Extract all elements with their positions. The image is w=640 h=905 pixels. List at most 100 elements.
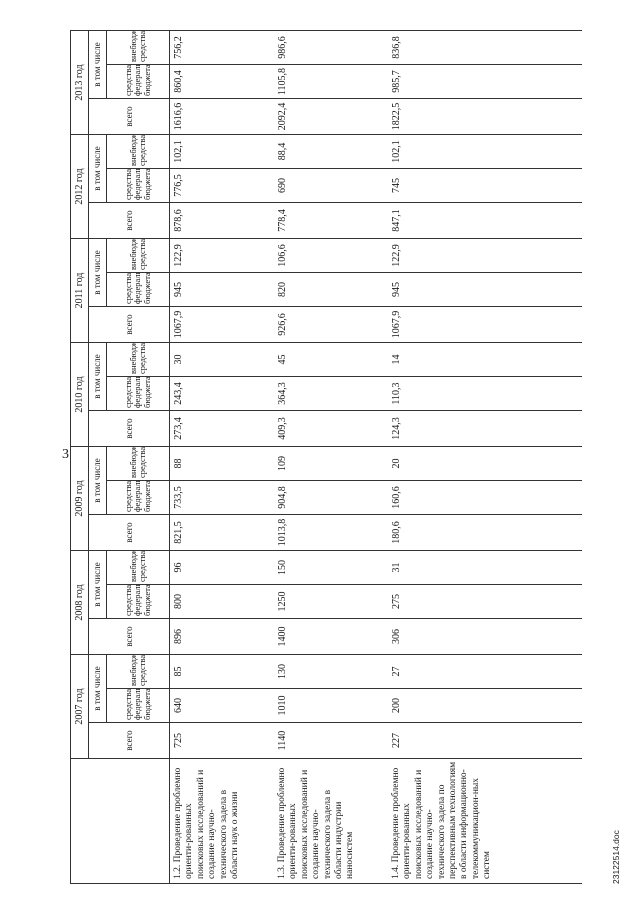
- table-row: 1.3. Проведение проблемно ориенти-рованн…: [274, 30, 388, 884]
- value-cell: 45: [274, 342, 388, 377]
- value-cell: 409,3: [274, 410, 388, 447]
- header-extrabudgetary-funds: внебюджетные средства: [106, 134, 170, 169]
- header-year: 2007 год: [70, 654, 89, 759]
- header-total: всего: [88, 514, 170, 551]
- value-cell: 878,6: [169, 202, 274, 239]
- value-cell: 778,4: [274, 202, 388, 239]
- header-federal-funds: средства федерального бюджета: [106, 688, 170, 723]
- header-including: в том числе: [88, 30, 107, 99]
- value-cell: 130: [274, 654, 388, 689]
- header-including: в том числе: [88, 238, 107, 307]
- value-cell: 85: [169, 654, 274, 689]
- value-cell: 306: [388, 618, 582, 655]
- value-cell: 733,5: [169, 480, 274, 515]
- value-cell: 836,8: [388, 30, 582, 65]
- header-total: всего: [88, 98, 170, 135]
- value-cell: 756,2: [169, 30, 274, 65]
- value-cell: 1067,9: [388, 306, 582, 343]
- table-row: 1.2. Проведение проблемно ориенти-рованн…: [169, 30, 274, 884]
- header-federal-funds: средства федерального бюджета: [106, 376, 170, 411]
- value-cell: 96: [169, 550, 274, 585]
- row-description: 1.2. Проведение проблемно ориенти-рованн…: [169, 758, 274, 884]
- header-extrabudgetary-funds: внебюджетные средства: [106, 446, 170, 481]
- value-cell: 904,8: [274, 480, 388, 515]
- header-description-blank: [70, 758, 170, 884]
- value-cell: 30: [169, 342, 274, 377]
- value-cell: 227: [388, 722, 582, 759]
- value-cell: 160,6: [388, 480, 582, 515]
- footer-filename: 23122514.doc: [611, 830, 621, 884]
- header-federal-funds: средства федерального бюджета: [106, 168, 170, 203]
- row-description: 1.3. Проведение проблемно ориенти-рованн…: [274, 758, 388, 884]
- value-cell: 986,6: [274, 30, 388, 65]
- value-cell: 150: [274, 550, 388, 585]
- value-cell: 275: [388, 584, 582, 619]
- value-cell: 896: [169, 618, 274, 655]
- value-cell: 800: [169, 584, 274, 619]
- value-cell: 122,9: [169, 238, 274, 273]
- value-cell: 106,6: [274, 238, 388, 273]
- value-cell: 1013,8: [274, 514, 388, 551]
- value-cell: 110,3: [388, 376, 582, 411]
- value-cell: 1616,6: [169, 98, 274, 135]
- value-cell: 1010: [274, 688, 388, 723]
- value-cell: 1250: [274, 584, 388, 619]
- header-including: в том числе: [88, 654, 107, 723]
- header-extrabudgetary-funds: внебюджетные средства: [106, 550, 170, 585]
- value-cell: 945: [388, 272, 582, 307]
- header-year: 2013 год: [70, 30, 89, 135]
- header-federal-funds: средства федерального бюджета: [106, 272, 170, 307]
- value-cell: 14: [388, 342, 582, 377]
- value-cell: 180,6: [388, 514, 582, 551]
- header-year: 2009 год: [70, 446, 89, 551]
- value-cell: 2092,4: [274, 98, 388, 135]
- value-cell: 102,1: [169, 134, 274, 169]
- value-cell: 364,3: [274, 376, 388, 411]
- header-extrabudgetary-funds: внебюджетные средства: [106, 238, 170, 273]
- value-cell: 690: [274, 168, 388, 203]
- value-cell: 640: [169, 688, 274, 723]
- header-federal-funds: средства федерального бюджета: [106, 480, 170, 515]
- value-cell: 1822,5: [388, 98, 582, 135]
- header-year: 2011 год: [70, 238, 89, 343]
- row-description: 1.4. Проведение проблемно ориенти-рованн…: [388, 758, 582, 884]
- value-cell: 860,4: [169, 64, 274, 99]
- table-row: 1.4. Проведение проблемно ориенти-рованн…: [388, 30, 582, 884]
- value-cell: 88,4: [274, 134, 388, 169]
- value-cell: 725: [169, 722, 274, 759]
- header-extrabudgetary-funds: внебюджетные средства: [106, 30, 170, 65]
- value-cell: 1400: [274, 618, 388, 655]
- header-extrabudgetary-funds: внебюджетные средства: [106, 342, 170, 377]
- value-cell: 847,1: [388, 202, 582, 239]
- value-cell: 820: [274, 272, 388, 307]
- header-including: в том числе: [88, 550, 107, 619]
- value-cell: 821,5: [169, 514, 274, 551]
- header-federal-funds: средства федерального бюджета: [106, 584, 170, 619]
- table-body: 1.2. Проведение проблемно ориенти-рованн…: [169, 30, 582, 884]
- value-cell: 20: [388, 446, 582, 481]
- header-total: всего: [88, 306, 170, 343]
- header-total: всего: [88, 410, 170, 447]
- value-cell: 1067,9: [169, 306, 274, 343]
- value-cell: 102,1: [388, 134, 582, 169]
- header-total: всего: [88, 722, 170, 759]
- value-cell: 273,4: [169, 410, 274, 447]
- header-including: в том числе: [88, 134, 107, 203]
- header-year: 2010 год: [70, 342, 89, 447]
- header-total: всего: [88, 618, 170, 655]
- value-cell: 985,7: [388, 64, 582, 99]
- value-cell: 1140: [274, 722, 388, 759]
- value-cell: 124,3: [388, 410, 582, 447]
- value-cell: 122,9: [388, 238, 582, 273]
- value-cell: 1105,8: [274, 64, 388, 99]
- value-cell: 31: [388, 550, 582, 585]
- value-cell: 109: [274, 446, 388, 481]
- page-number: 3: [62, 447, 69, 462]
- header-year: 2012 год: [70, 134, 89, 239]
- value-cell: 88: [169, 446, 274, 481]
